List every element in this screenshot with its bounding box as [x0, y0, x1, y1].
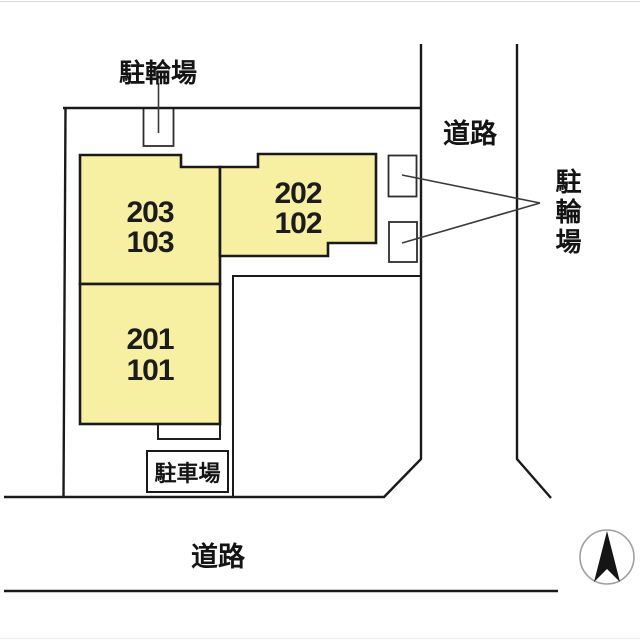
unit-numbers-202-102: 202 102 [220, 179, 376, 239]
road-label-bottom: 道路 [191, 542, 245, 572]
north-arrow-icon [579, 529, 635, 585]
image-frame-bottom [0, 638, 640, 639]
leader-line-bicycle-lower [401, 202, 541, 244]
unit-numbers-201-101: 201 101 [80, 324, 220, 386]
plot-boundary-left [62, 107, 67, 498]
unit-number-lower: 102 [274, 207, 322, 240]
bicycle-parking-label-right: 駐輪場 [552, 168, 582, 258]
building-201-101-shape [78, 282, 222, 426]
road-edge-inner [4, 44, 423, 499]
entrance-porch [157, 423, 221, 440]
unit-numbers-203-103: 203 103 [80, 198, 220, 258]
bicycle-parking-label-top: 駐輪場 [118, 58, 197, 88]
image-frame-top [0, 1, 640, 2]
unit-number-upper: 202 [274, 177, 322, 210]
courtyard-boundary [232, 275, 421, 497]
car-parking-box: 駐車場 [146, 450, 229, 493]
road-label-right: 道路 [443, 119, 497, 149]
unit-number-upper: 201 [126, 323, 174, 356]
leader-line-bicycle-upper [401, 174, 541, 204]
road-right-outer-edge [515, 44, 552, 499]
car-parking-label: 駐車場 [154, 460, 221, 486]
bicycle-parking-spot-upper [387, 154, 418, 198]
compass-needle [594, 531, 620, 582]
unit-number-lower: 101 [126, 354, 174, 387]
unit-number-upper: 203 [126, 196, 174, 229]
unit-number-lower: 103 [126, 226, 174, 259]
building-202-102-shape [218, 152, 378, 258]
